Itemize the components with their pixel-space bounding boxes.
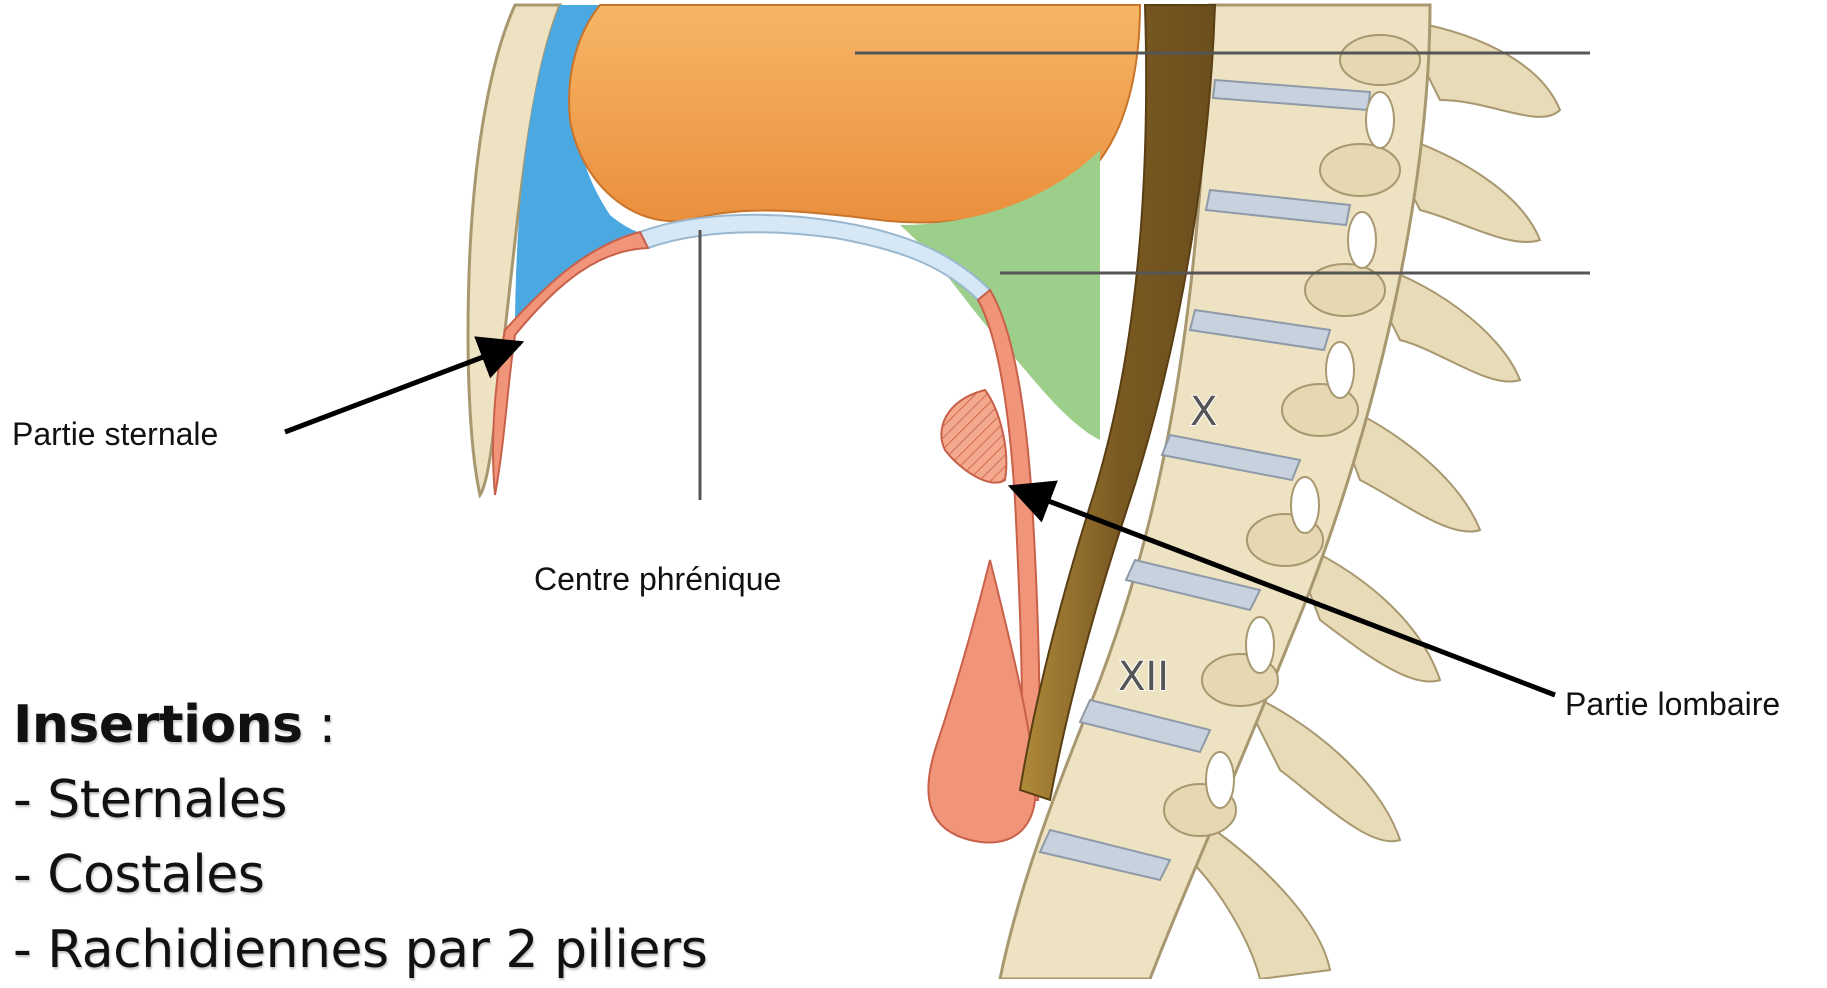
vertebra-xii-mark: XII: [1118, 654, 1169, 700]
label-centre-phrenique: Centre phrénique: [534, 563, 781, 595]
label-partie-sternale: Partie sternale: [12, 418, 218, 450]
insertions-text-block: Insertions : - Sternales - Costales - Ra…: [13, 688, 707, 988]
insertions-heading: Insertions :: [13, 688, 707, 763]
insertions-colon: :: [303, 695, 336, 755]
label-partie-lombaire: Partie lombaire: [1565, 688, 1780, 720]
vertebra-x-mark: X: [1190, 389, 1217, 435]
arcuate-ligament: [941, 390, 1006, 483]
insertions-title: Insertions: [13, 695, 303, 755]
insertion-item: - Sternales: [13, 763, 707, 838]
insertion-item: - Rachidiennes par 2 piliers: [13, 913, 707, 988]
insertion-item: - Costales: [13, 838, 707, 913]
